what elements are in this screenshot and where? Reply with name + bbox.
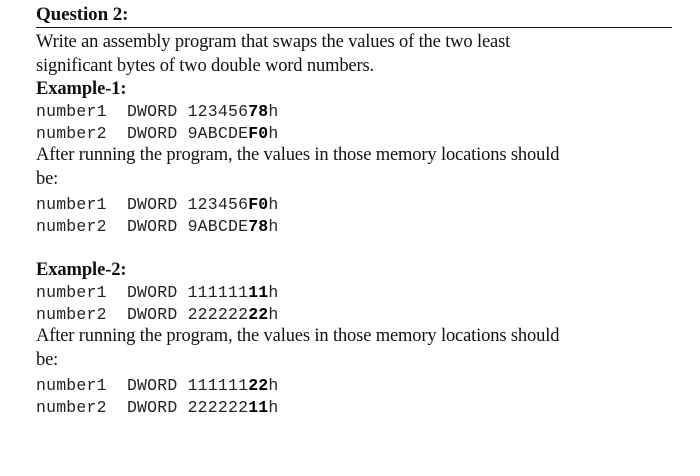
page-title: Question 2:: [36, 4, 129, 25]
example-2-result-code: number1 DWORD 11111122h number2 DWORD 22…: [36, 375, 672, 418]
example-2-result-intro-line-1: After running the program, the values in…: [36, 326, 560, 346]
title-divider: [36, 27, 672, 28]
section-spacer: [36, 237, 672, 259]
example-1-initial-code: number1 DWORD 12345678h number2 DWORD 9A…: [36, 101, 672, 144]
example-1-result-code: number1 DWORD 123456F0h number2 DWORD 9A…: [36, 194, 672, 237]
value-suffix: h: [268, 376, 279, 395]
directive: DWORD: [126, 376, 178, 395]
example-1-result-intro-line-2: be:: [36, 168, 59, 189]
value-suffix: h: [268, 283, 279, 302]
var-name: number2: [36, 304, 107, 324]
code-line: number2 DWORD 22222222h: [36, 304, 672, 326]
example-2-result-intro-line-2: be:: [36, 349, 59, 370]
value-prefix: 123456: [187, 195, 249, 214]
value-suffix: h: [268, 102, 279, 121]
code-line: number1 DWORD 12345678h: [36, 101, 672, 123]
code-space: [107, 195, 127, 214]
code-line: number2 DWORD 22222211h: [36, 397, 672, 419]
value-prefix: 111111: [187, 376, 249, 395]
code-line: number2 DWORD 9ABCDEF0h: [36, 123, 672, 145]
example-1-heading: Example-1:: [36, 79, 127, 99]
directive: DWORD: [126, 195, 178, 214]
code-line: number1 DWORD 123456F0h: [36, 194, 672, 216]
code-space: [107, 305, 127, 324]
directive: DWORD: [126, 397, 178, 417]
var-name: number2: [36, 397, 107, 417]
code-space: [177, 398, 187, 417]
var-name: number1: [36, 376, 107, 395]
value-prefix: 9ABCDE: [187, 123, 249, 143]
code-space: [177, 195, 187, 214]
code-line: number1 DWORD 11111122h: [36, 375, 672, 397]
var-name: number1: [36, 283, 107, 302]
value-bold-byte: 22: [248, 376, 269, 395]
var-name: number1: [36, 195, 107, 214]
code-space: [177, 124, 187, 143]
value-suffix: h: [268, 397, 279, 417]
code-space: [107, 376, 127, 395]
directive: DWORD: [126, 304, 178, 324]
code-line: number1 DWORD 11111111h: [36, 282, 672, 304]
example-1-result-intro-line-1: After running the program, the values in…: [36, 145, 560, 165]
code-space: [177, 283, 187, 302]
directive: DWORD: [126, 123, 178, 143]
directive: DWORD: [126, 216, 178, 236]
code-space: [177, 217, 187, 236]
value-prefix: 222222: [187, 397, 249, 417]
value-suffix: h: [268, 304, 279, 324]
value-prefix: 9ABCDE: [187, 216, 249, 236]
value-bold-byte: 22: [248, 304, 269, 324]
example-2-initial-code: number1 DWORD 11111111h number2 DWORD 22…: [36, 282, 672, 325]
value-bold-byte: F0: [248, 123, 269, 143]
code-space: [107, 398, 127, 417]
value-bold-byte: 78: [248, 102, 269, 121]
var-name: number2: [36, 216, 107, 236]
var-name: number2: [36, 123, 107, 143]
code-line: number2 DWORD 9ABCDE78h: [36, 216, 672, 238]
value-bold-byte: 78: [248, 216, 269, 236]
var-name: number1: [36, 102, 107, 121]
code-space: [107, 217, 127, 236]
value-suffix: h: [268, 216, 279, 236]
directive: DWORD: [126, 283, 178, 302]
prompt-line-2: significant bytes of two double word num…: [36, 56, 375, 76]
directive: DWORD: [126, 102, 178, 121]
value-prefix: 111111: [187, 283, 249, 302]
prompt-line-1: Write an assembly program that swaps the…: [36, 32, 511, 52]
value-prefix: 222222: [187, 304, 249, 324]
value-bold-byte: 11: [248, 283, 269, 302]
code-space: [107, 283, 127, 302]
example-2-heading: Example-2:: [36, 260, 127, 280]
value-bold-byte: 11: [248, 397, 269, 417]
value-prefix: 123456: [187, 102, 249, 121]
code-space: [177, 305, 187, 324]
code-space: [177, 102, 187, 121]
value-suffix: h: [268, 195, 279, 214]
code-space: [107, 124, 127, 143]
code-space: [177, 376, 187, 395]
value-bold-byte: F0: [248, 195, 269, 214]
value-suffix: h: [268, 123, 279, 143]
code-space: [107, 102, 127, 121]
